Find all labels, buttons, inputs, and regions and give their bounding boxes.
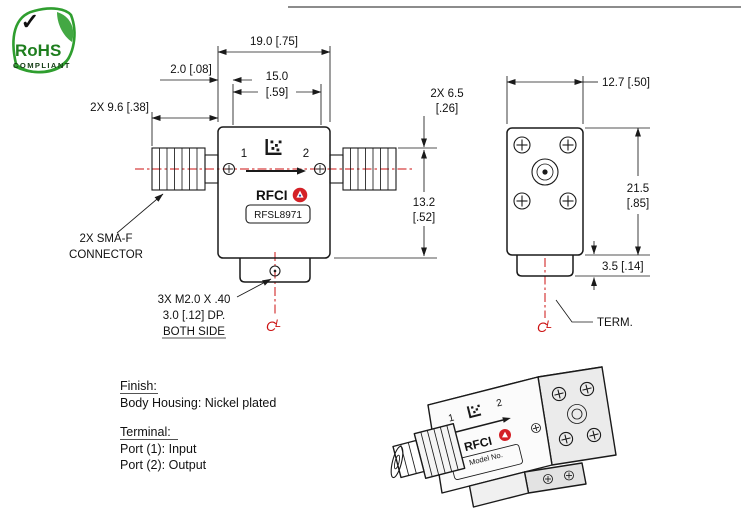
mounting-tab bbox=[516, 255, 574, 277]
screw-icon bbox=[586, 427, 602, 443]
screw-icon bbox=[559, 136, 577, 154]
screw-icon bbox=[564, 470, 574, 481]
svg-text:C: C bbox=[537, 319, 548, 335]
sma-terminal-icon bbox=[531, 158, 559, 186]
dim-width-inner: 15.0 [.59] bbox=[232, 71, 322, 125]
dim-tab-height: 3.5 [.14] bbox=[575, 241, 650, 290]
svg-text:13.2: 13.2 bbox=[413, 197, 435, 209]
rohs-title: RoHS bbox=[15, 41, 61, 60]
finish-body: Body Housing: Nickel plated bbox=[120, 396, 276, 410]
rfci-logo-icon bbox=[499, 429, 511, 441]
screw-icon bbox=[222, 162, 236, 176]
dim-height: 21.5 [.85] bbox=[585, 127, 650, 256]
rohs-leaf-icon bbox=[57, 12, 74, 42]
direction-arrow-icon bbox=[455, 417, 511, 433]
svg-text:C: C bbox=[266, 318, 277, 334]
direction-arrow-icon bbox=[246, 167, 306, 175]
svg-text:3.0 [.12] DP.: 3.0 [.12] DP. bbox=[163, 310, 225, 322]
sma-connector-right bbox=[329, 147, 397, 191]
check-icon: ✓ bbox=[21, 9, 39, 34]
svg-text:[.26]: [.26] bbox=[436, 103, 458, 115]
front-view: 1 2 RFCI RFSL8971 19.0 [.75] bbox=[69, 36, 464, 339]
port1-label: 1 bbox=[447, 412, 455, 424]
mounting-hole-icon bbox=[269, 265, 281, 277]
rfci-logo-icon bbox=[292, 187, 308, 203]
port2-label: 2 bbox=[303, 148, 309, 160]
datamatrix-icon bbox=[466, 404, 482, 419]
screw-icon bbox=[513, 192, 531, 210]
svg-text:CONNECTOR: CONNECTOR bbox=[69, 249, 143, 261]
svg-text:15.0: 15.0 bbox=[266, 71, 288, 83]
dim-depth: 12.7 [.50] bbox=[506, 76, 650, 124]
screw-icon bbox=[558, 431, 574, 447]
screw-icon bbox=[579, 381, 595, 397]
svg-text:L: L bbox=[546, 319, 552, 331]
svg-text:12.7 [.50]: 12.7 [.50] bbox=[602, 77, 650, 89]
svg-text:3.5 [.14]: 3.5 [.14] bbox=[602, 261, 644, 273]
svg-text:21.5: 21.5 bbox=[627, 183, 649, 195]
body-outline bbox=[506, 127, 584, 256]
port2-label: 2 bbox=[495, 397, 503, 409]
dim-width-outer: 19.0 [.75] bbox=[217, 36, 331, 122]
svg-text:TERM.: TERM. bbox=[597, 317, 633, 329]
screw-thread-callout: 3X M2.0 X .40 3.0 [.12] DP. BOTH SIDE bbox=[158, 278, 272, 339]
model-box bbox=[245, 204, 311, 224]
svg-text:[.85]: [.85] bbox=[627, 198, 649, 210]
iso-view: 1 2 RFCI Model No. bbox=[390, 366, 617, 508]
model-number: RFSL8971 bbox=[254, 210, 302, 221]
dim-connector-length: 2X 9.6 [.38] bbox=[90, 102, 219, 146]
finish-heading: Finish: bbox=[120, 379, 157, 393]
screw-icon bbox=[513, 136, 531, 154]
rohs-badge: ✓ RoHS COMPLIANT bbox=[12, 7, 76, 74]
body-outline bbox=[217, 126, 331, 259]
brand-label: RFCI bbox=[256, 188, 288, 203]
svg-text:2X SMA-F: 2X SMA-F bbox=[79, 233, 132, 245]
datamatrix-icon bbox=[265, 139, 282, 155]
svg-text:2X 6.5: 2X 6.5 bbox=[430, 88, 463, 100]
svg-text:[.52]: [.52] bbox=[413, 212, 435, 224]
rohs-swoosh-icon bbox=[13, 57, 70, 74]
rohs-subtitle: COMPLIANT bbox=[13, 61, 71, 70]
sma-terminal-icon bbox=[567, 404, 587, 424]
terminal-port1: Port (1): Input bbox=[120, 442, 197, 456]
notes-block: Finish: Body Housing: Nickel plated Term… bbox=[120, 379, 276, 472]
terminal-heading: Terminal: bbox=[120, 425, 171, 439]
dim-body-height: 13.2 [.52] bbox=[334, 149, 437, 259]
side-view: 12.7 [.50] 21.5 [.85] 3.5 [.14] TERM. C … bbox=[506, 76, 650, 335]
svg-text:[.59]: [.59] bbox=[266, 87, 288, 99]
svg-text:2X 9.6 [.38]: 2X 9.6 [.38] bbox=[90, 102, 149, 114]
svg-text:19.0 [.75]: 19.0 [.75] bbox=[250, 36, 298, 48]
iso-tab-front bbox=[468, 471, 530, 508]
svg-text:L: L bbox=[275, 318, 281, 330]
svg-text:3X M2.0 X .40: 3X M2.0 X .40 bbox=[158, 294, 231, 306]
svg-text:BOTH SIDE: BOTH SIDE bbox=[163, 326, 225, 338]
sma-connector-callout: 2X SMA-F CONNECTOR bbox=[69, 193, 164, 261]
sma-connector-iso bbox=[390, 423, 466, 479]
centerline-symbol-icon: C L bbox=[537, 319, 552, 335]
centerline-symbol-icon: C L bbox=[266, 318, 281, 334]
screw-icon bbox=[531, 423, 541, 433]
screw-icon bbox=[313, 162, 327, 176]
sma-connector-left bbox=[151, 147, 219, 191]
port1-label: 1 bbox=[241, 148, 247, 160]
brand-label: RFCI bbox=[463, 434, 494, 454]
terminal-callout: TERM. bbox=[555, 299, 633, 329]
dim-offset: 2.0 [.08] bbox=[160, 64, 252, 83]
screw-icon bbox=[559, 192, 577, 210]
mounting-tab bbox=[239, 258, 311, 283]
screw-icon bbox=[543, 474, 553, 484]
screw-icon bbox=[551, 386, 567, 402]
dim-connector-height: 2X 6.5 [.26] bbox=[398, 88, 464, 149]
terminal-port2: Port (2): Output bbox=[120, 458, 207, 472]
svg-text:2.0 [.08]: 2.0 [.08] bbox=[170, 64, 212, 76]
